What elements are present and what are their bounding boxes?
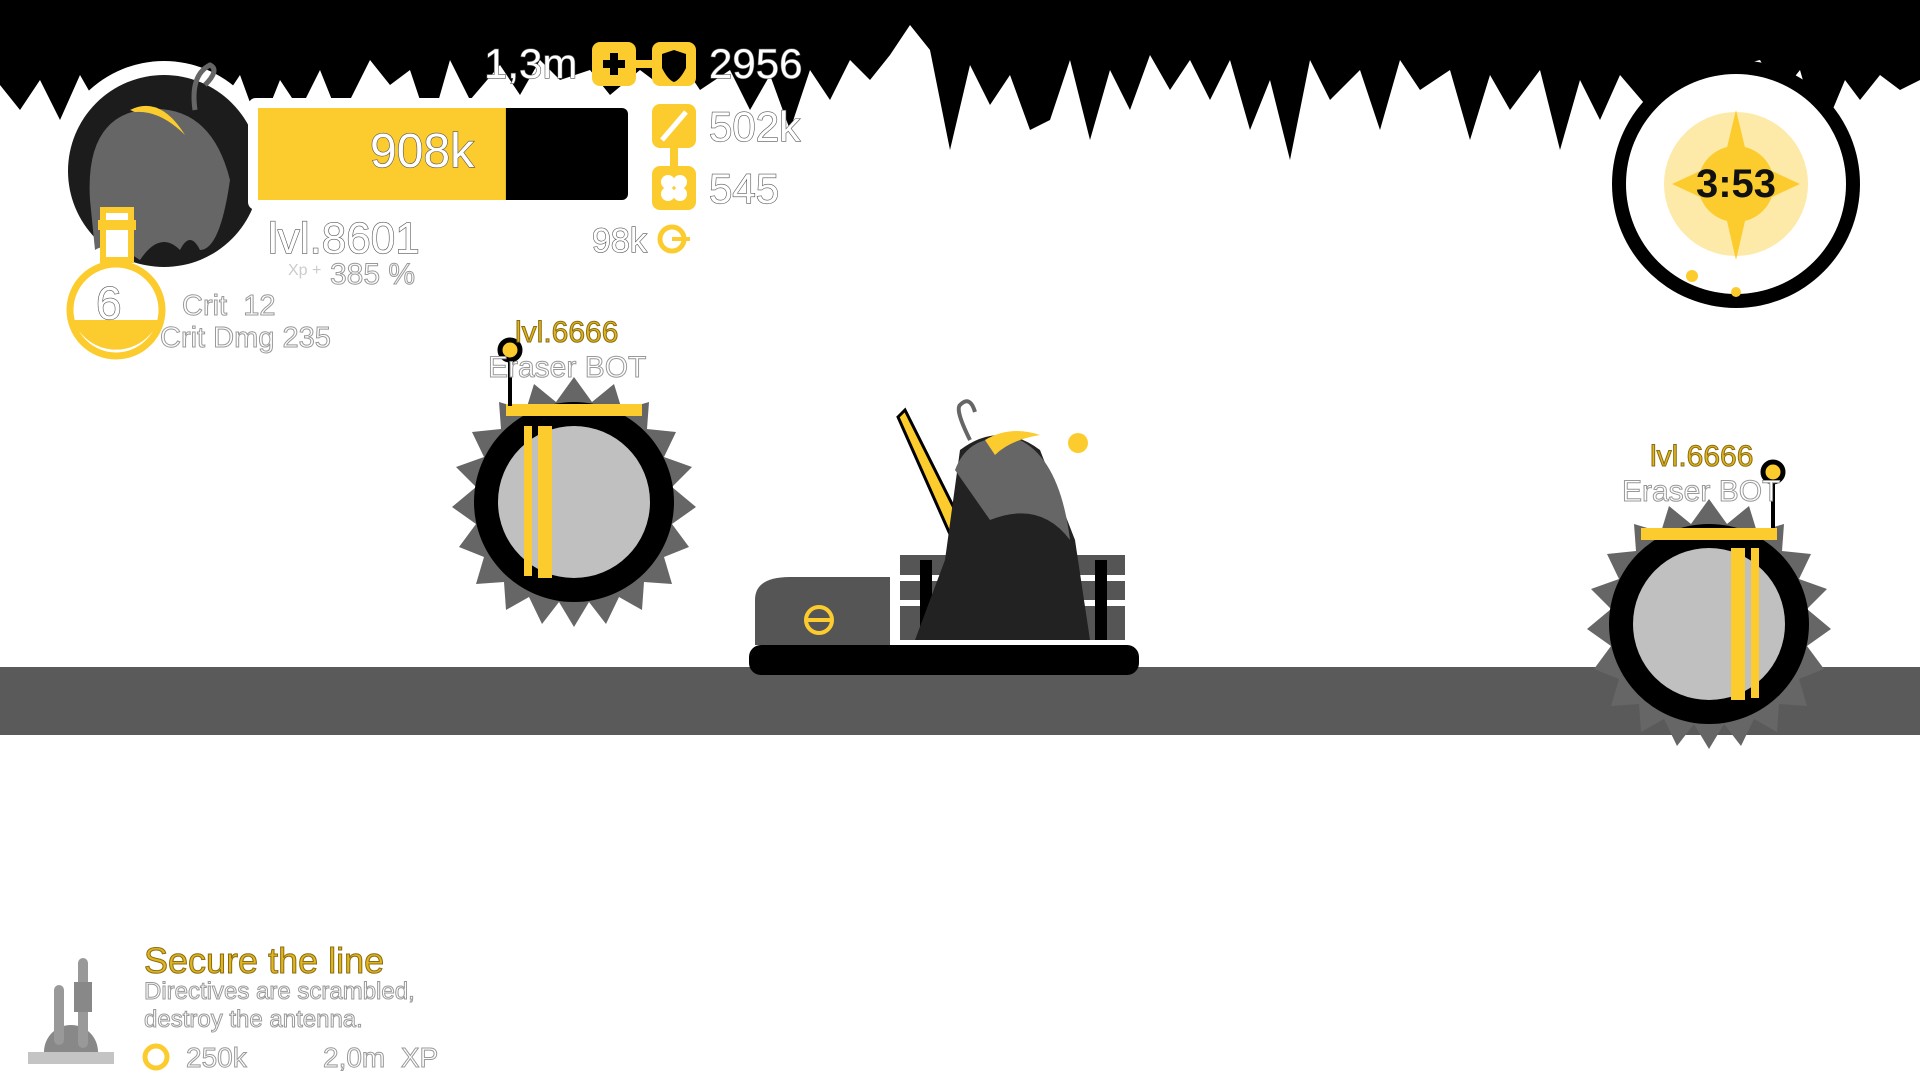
- quest-description-1: Directives are scrambled,: [144, 978, 416, 1006]
- enemy-eraser-bot-1[interactable]: [452, 337, 696, 627]
- crit-label: Crit: [181, 290, 228, 323]
- enemy-1-name: Eraser BOT: [487, 351, 647, 385]
- attack-value: 502k: [708, 102, 801, 150]
- coins-value: 98k: [591, 221, 647, 260]
- crit-dmg-stat: Crit Dmg 235: [159, 322, 331, 355]
- xp-prefix: Xp +: [288, 262, 322, 279]
- quest-reward-coins: 250k: [186, 1042, 248, 1074]
- quest-reward-xp: 2,0m XP: [322, 1042, 439, 1074]
- health-max: 1,3m: [483, 39, 578, 87]
- crit-dmg-value: 235: [282, 322, 331, 355]
- enemy-2-name: Eraser BOT: [1621, 475, 1781, 509]
- ground: [0, 667, 1920, 735]
- hp-bar-fill: [258, 108, 506, 200]
- quest-description-2: destroy the antenna.: [144, 1006, 364, 1034]
- luck-value: 545: [708, 164, 780, 212]
- crit-stat: Crit 12: [181, 290, 276, 323]
- player-level: lvl.8601: [267, 213, 420, 263]
- timer-value: 3:53: [1695, 162, 1777, 206]
- ceiling-drips: [0, 0, 1920, 160]
- potion-icon[interactable]: [66, 207, 166, 360]
- potion-count: 6: [95, 276, 122, 329]
- crit-value: 12: [243, 290, 276, 323]
- quest-xp-label: XP: [400, 1042, 439, 1074]
- crit-dmg-label: Crit Dmg: [159, 322, 275, 355]
- player-character: [749, 399, 1139, 675]
- quest-title: Secure the line: [143, 940, 385, 982]
- quest-xp-value: 2,0m: [322, 1042, 386, 1074]
- enemy-1-level: lvl.6666: [514, 316, 619, 350]
- antenna-icon: [28, 958, 114, 1064]
- stat-icons: [592, 42, 696, 254]
- hp-value: 908k: [369, 124, 475, 178]
- player-avatar: [54, 61, 274, 281]
- luck-icon: [652, 166, 696, 210]
- day-timer: [1612, 60, 1860, 308]
- hp-bar: [248, 98, 638, 210]
- quest-coin-icon: [142, 1043, 170, 1071]
- enemy-2-level: lvl.6666: [1649, 440, 1754, 474]
- xp-bonus: 385 %: [329, 258, 416, 292]
- armor-value: 2956: [708, 39, 803, 87]
- enemy-eraser-bot-2[interactable]: [1587, 459, 1831, 749]
